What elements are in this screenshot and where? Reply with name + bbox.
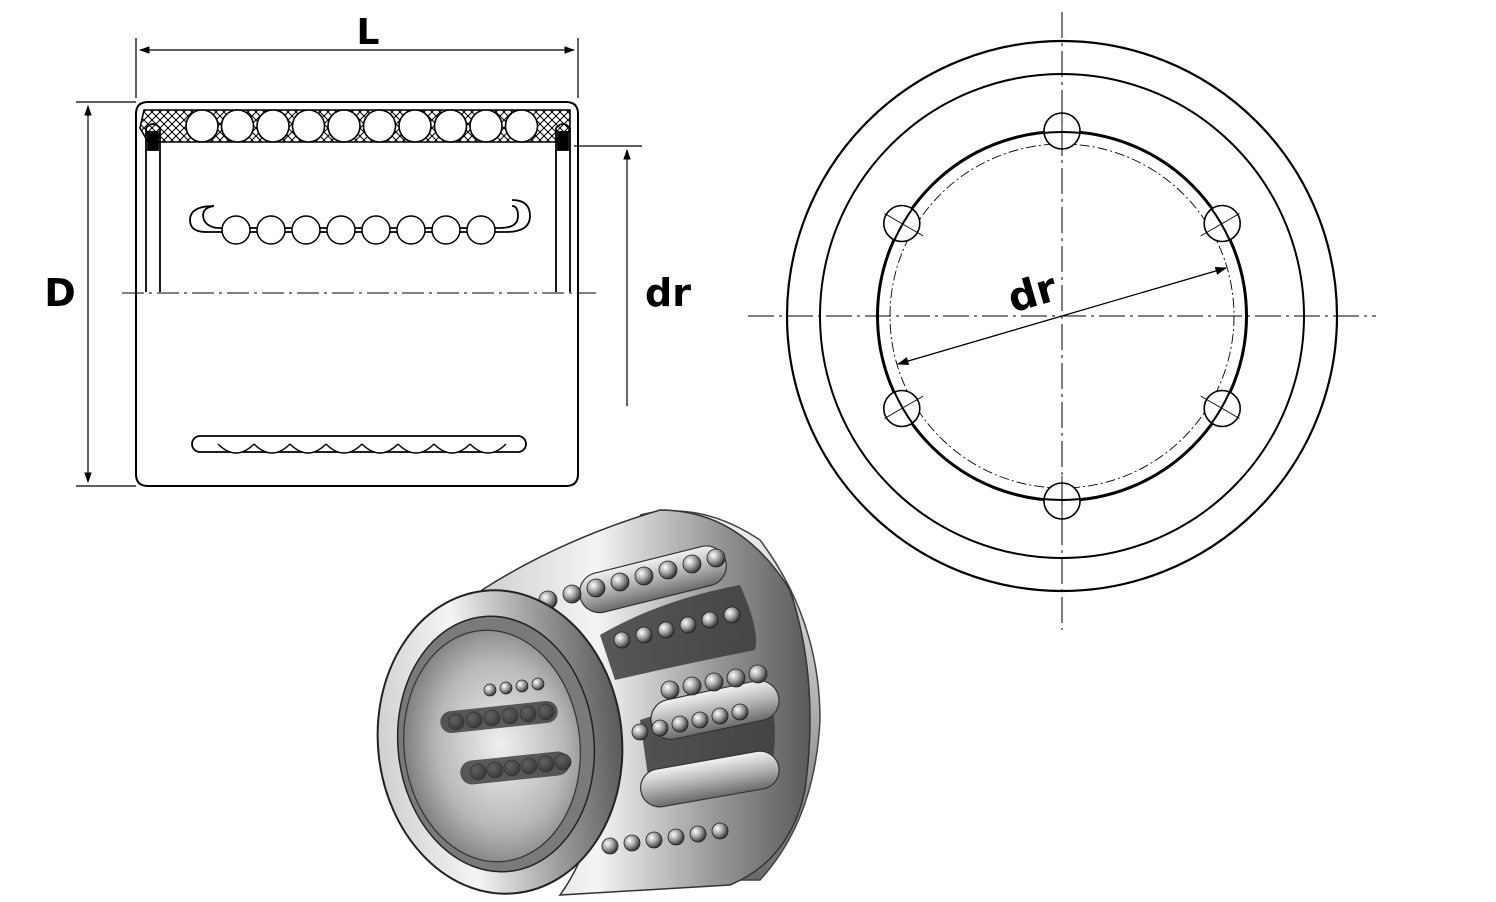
visible-ball	[660, 680, 680, 700]
upper-track-ball	[431, 215, 461, 245]
label-inscribed-diameter-end: dr	[1003, 265, 1062, 323]
visible-ball	[682, 676, 702, 696]
label-inscribed-diameter-side: dr	[645, 271, 691, 315]
top-row-ball	[433, 109, 468, 143]
visible-ball	[682, 554, 702, 574]
groove-tick	[884, 395, 924, 419]
visible-ball	[723, 606, 741, 624]
lower-track-ball	[325, 443, 363, 454]
visible-balls	[538, 548, 768, 855]
bore-ball	[499, 681, 513, 695]
visible-ball	[645, 831, 663, 849]
upper-track-ball	[256, 215, 286, 245]
visible-ball	[701, 611, 719, 629]
end-center-lines	[748, 12, 1376, 630]
visible-ball	[610, 572, 630, 592]
lower-track-ball	[289, 443, 327, 454]
visible-ball	[667, 828, 685, 846]
visible-ball	[679, 616, 697, 634]
upper-ball-track	[189, 199, 531, 233]
visible-ball	[586, 578, 606, 598]
lower-track-balls	[217, 443, 507, 454]
dimension-outer-diameter	[76, 101, 136, 487]
upper-track-balls	[221, 215, 496, 245]
visible-ball	[711, 822, 729, 840]
upper-track-ball	[221, 215, 251, 245]
upper-track-ball	[326, 215, 356, 245]
bearing-product-illustration	[376, 509, 821, 896]
visible-ball	[623, 834, 641, 852]
groove-tick	[1200, 213, 1240, 237]
top-row-ball	[256, 109, 290, 143]
visible-ball	[726, 668, 746, 688]
dimension-inscribed-diameter-side	[574, 145, 642, 406]
top-row-ball	[398, 109, 432, 143]
visible-ball	[731, 703, 749, 721]
visible-ball	[631, 723, 649, 741]
top-row-ball	[469, 109, 503, 143]
visible-ball	[634, 566, 654, 586]
visible-ball	[671, 715, 689, 733]
label-length: L	[357, 12, 380, 53]
upper-track-ball	[291, 215, 321, 245]
top-row-ball	[185, 109, 219, 143]
lower-track-ball	[397, 443, 435, 454]
visible-ball	[704, 672, 724, 692]
visible-ball	[601, 837, 619, 855]
dimension-length	[135, 38, 579, 98]
lower-ball-track	[191, 435, 527, 453]
end-view	[748, 12, 1376, 630]
bore-ball	[483, 683, 497, 697]
visible-ball	[657, 621, 675, 639]
visible-ball	[711, 707, 729, 725]
visible-ball	[691, 711, 709, 729]
bore-ball	[531, 677, 545, 691]
upper-track-ball	[466, 215, 496, 245]
top-ball-row	[185, 109, 539, 143]
lower-track-ball	[361, 443, 399, 454]
bore-tracks	[440, 700, 570, 785]
visible-ball	[748, 664, 768, 684]
top-row-ball	[291, 109, 326, 143]
top-row-ball	[327, 109, 361, 143]
end-seals	[145, 123, 571, 292]
label-outer-diameter: D	[44, 271, 76, 315]
visible-ball	[613, 631, 631, 649]
lower-track-ball	[217, 443, 255, 454]
visible-ball	[658, 560, 678, 580]
lower-track-ball	[253, 443, 291, 454]
top-row-ball	[362, 109, 397, 143]
side-section-view	[76, 38, 642, 487]
visible-ball	[635, 626, 653, 644]
groove-tick	[1200, 395, 1240, 419]
lower-track-ball	[469, 443, 507, 454]
top-row-ball	[504, 109, 539, 143]
upper-track-ball	[361, 215, 391, 245]
groove-tick	[884, 213, 924, 237]
visible-ball	[706, 548, 726, 568]
dimension-inscribed-diameter-end	[896, 267, 1228, 365]
bore-ball	[515, 679, 529, 693]
visible-ball	[651, 719, 669, 737]
bearing-outline	[135, 101, 579, 487]
lower-track-ball	[433, 443, 471, 454]
top-row-ball	[220, 109, 255, 143]
visible-ball	[562, 584, 582, 604]
upper-track-ball	[396, 215, 426, 245]
visible-ball	[689, 825, 707, 843]
